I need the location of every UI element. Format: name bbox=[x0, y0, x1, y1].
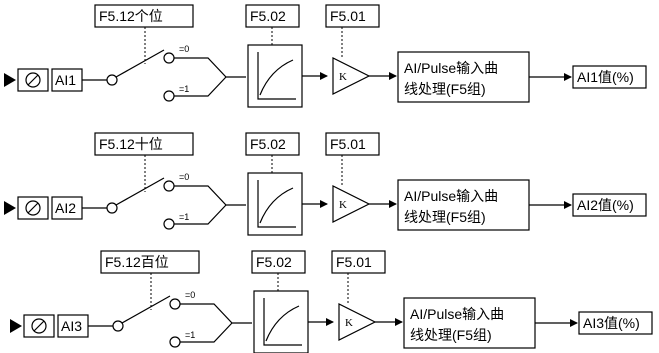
curve-block-icon bbox=[253, 290, 309, 353]
output-box bbox=[572, 65, 647, 89]
gain-symbol: K bbox=[339, 71, 347, 83]
selector-param-label: F5.12十位 bbox=[99, 136, 163, 152]
option-0-label: =0 bbox=[179, 172, 189, 182]
channel-ai2: AI2 =0 =1 F5.12十位 F5.02 F5.01 K AI bbox=[4, 132, 647, 236]
output-box bbox=[572, 193, 647, 217]
curve-block-icon bbox=[247, 44, 303, 108]
selector-param-box bbox=[94, 132, 194, 156]
selector-switch-icon bbox=[106, 177, 246, 230]
input-label: AI2 bbox=[55, 200, 76, 216]
selector-switch-icon bbox=[106, 49, 246, 102]
input-arrow-icon bbox=[4, 201, 16, 215]
curve-processing-line1: AI/Pulse输入曲 bbox=[410, 306, 504, 322]
curve-param-label: F5.02 bbox=[250, 8, 286, 24]
gain-amplifier-icon bbox=[338, 303, 377, 341]
curve-param-label: F5.02 bbox=[250, 136, 286, 152]
option-0-label: =0 bbox=[185, 290, 195, 300]
input-terminal-icon bbox=[17, 68, 49, 92]
curve-param-label: F5.02 bbox=[256, 254, 292, 270]
output-box bbox=[578, 311, 653, 335]
gain-param-label: F5.01 bbox=[330, 136, 366, 152]
gain-param-box bbox=[325, 4, 380, 28]
curve-block-icon bbox=[247, 172, 303, 236]
output-label: AI2值(%) bbox=[577, 197, 634, 213]
gain-amplifier-icon bbox=[332, 57, 371, 95]
curve-processing-line2: 线处理(F5组) bbox=[404, 81, 486, 97]
option-0-label: =0 bbox=[179, 44, 189, 54]
curve-processing-line1: AI/Pulse输入曲 bbox=[404, 60, 498, 76]
selector-param-box bbox=[94, 4, 194, 28]
selector-switch-icon bbox=[112, 295, 252, 348]
gain-amplifier-icon bbox=[332, 185, 371, 223]
input-terminal-icon bbox=[17, 196, 49, 220]
curve-processing-box bbox=[397, 51, 530, 103]
option-1-label: =1 bbox=[179, 212, 189, 222]
input-label: AI1 bbox=[55, 72, 76, 88]
option-1-label: =1 bbox=[185, 330, 195, 340]
channel-ai3: AI3 =0 =1 F5.12百位 F5.02 F5.01 K AI bbox=[10, 250, 653, 353]
gain-symbol: K bbox=[339, 199, 347, 211]
input-arrow-icon bbox=[4, 73, 16, 87]
input-label: AI3 bbox=[61, 318, 82, 334]
selector-param-label: F5.12百位 bbox=[105, 254, 169, 270]
input-arrow-icon bbox=[10, 319, 22, 333]
curve-processing-line2: 线处理(F5组) bbox=[410, 327, 492, 343]
channel-ai1: AI1 =0 =1 F5.12个位 F5.02 F5.01 K AI bbox=[4, 4, 647, 108]
gain-param-label: F5.01 bbox=[330, 8, 366, 24]
option-1-label: =1 bbox=[179, 84, 189, 94]
curve-processing-line2: 线处理(F5组) bbox=[404, 209, 486, 225]
output-label: AI1值(%) bbox=[577, 69, 634, 85]
selector-param-label: F5.12个位 bbox=[99, 8, 163, 24]
curve-processing-line1: AI/Pulse输入曲 bbox=[404, 188, 498, 204]
gain-symbol: K bbox=[345, 317, 353, 329]
selector-param-box bbox=[100, 250, 200, 274]
gain-param-label: F5.01 bbox=[336, 254, 372, 270]
gain-param-box bbox=[331, 250, 386, 274]
gain-param-box bbox=[325, 132, 380, 156]
curve-processing-box bbox=[403, 297, 536, 349]
curve-processing-box bbox=[397, 179, 530, 231]
output-label: AI3值(%) bbox=[583, 315, 640, 331]
input-terminal-icon bbox=[23, 314, 55, 338]
